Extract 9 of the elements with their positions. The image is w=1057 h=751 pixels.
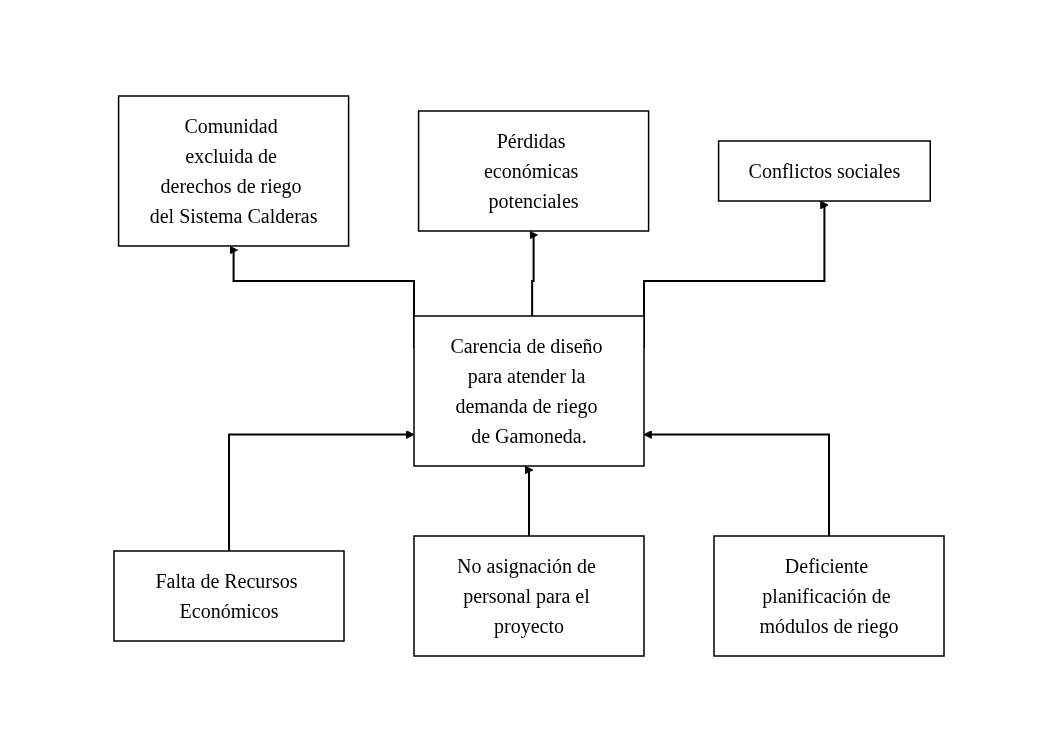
node-box: No asignación de personal para el proyecto <box>412 534 645 657</box>
arrow <box>524 465 533 537</box>
node-box: Conflictos sociales <box>717 139 931 202</box>
node-box: Carencia de diseño para atender la demanda de riego de Gamoneda. <box>412 314 645 467</box>
node-box: Deficiente planificación de módulos de riego <box>712 534 945 657</box>
node-box: Comunidad excluida de derechos de riego del Sistema Calderas <box>117 94 349 247</box>
arrow <box>528 230 538 317</box>
node-box: Falta de Recursos Económicos <box>112 549 345 642</box>
node-box: Pérdidas económicas potenciales <box>417 109 649 232</box>
